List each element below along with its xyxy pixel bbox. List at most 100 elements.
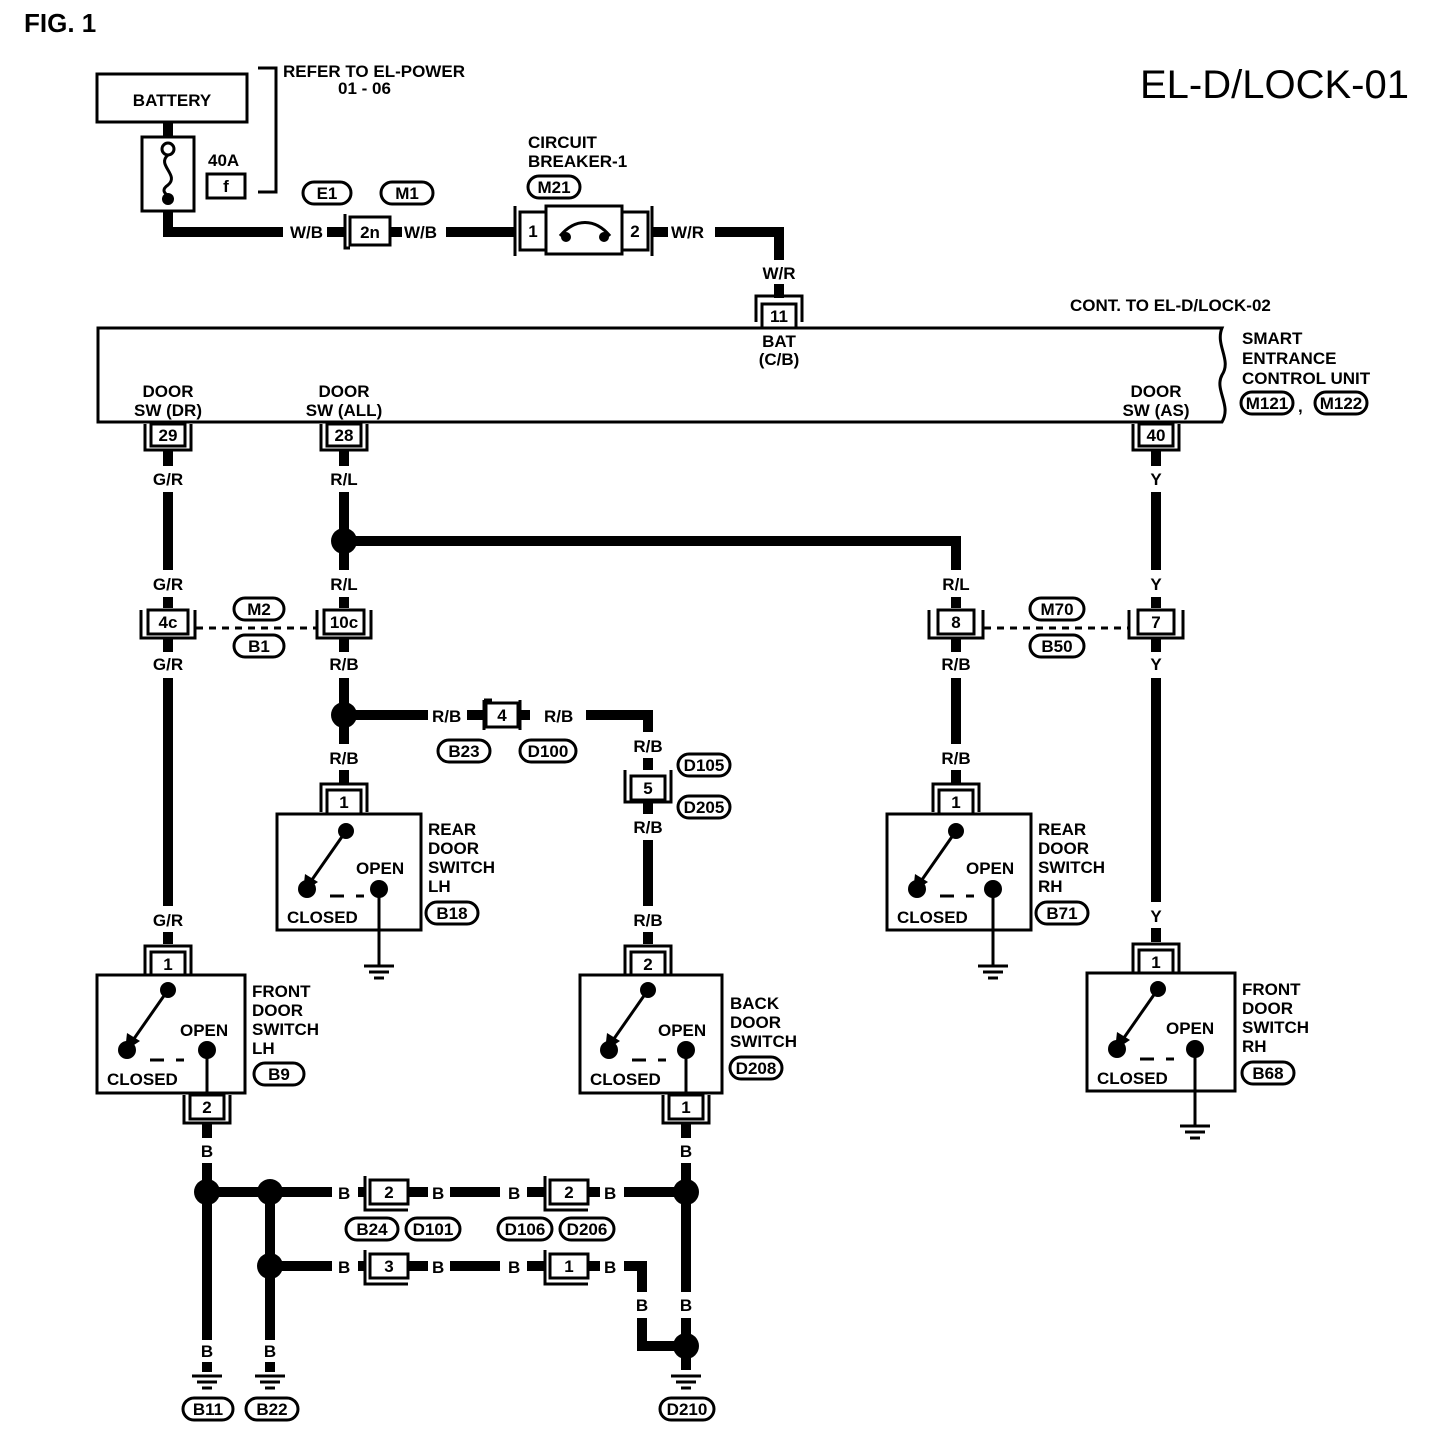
svg-text:SW (DR): SW (DR): [134, 401, 202, 420]
rear-rh-label-2: DOOR: [1038, 839, 1089, 858]
wire-label-rb-6: R/B: [633, 818, 662, 837]
wire-label-b-2: B: [338, 1184, 350, 1203]
connector-d105-callout: D105: [676, 752, 732, 778]
wire-label-gr-4: G/R: [153, 911, 183, 930]
wire-label-wr-2: W/R: [762, 264, 795, 283]
connector-b23-callout: B23: [436, 738, 492, 764]
wire-label-b-5: B: [604, 1184, 616, 1203]
connector-m122-callout: M122: [1313, 390, 1369, 416]
wire-label-rl-2: R/L: [330, 575, 357, 594]
rear-door-switch-rh: 1 OPEN CLOSED: [885, 782, 1033, 932]
circuit-breaker: 1 2: [513, 204, 654, 256]
refer-bracket: [258, 66, 278, 194]
svg-text:OPEN: OPEN: [966, 859, 1014, 878]
front-lh-label-2: DOOR: [252, 1001, 303, 1020]
wire-label-rb-1: R/B: [329, 655, 358, 674]
connector-10c: 10c: [315, 608, 373, 640]
wire-label-b-12: B: [680, 1296, 692, 1315]
connector-b9-callout: B9: [252, 1061, 306, 1087]
svg-text:DOOR: DOOR: [143, 382, 194, 401]
wire-label-y-2: Y: [1150, 575, 1162, 594]
svg-text:B1: B1: [248, 637, 270, 656]
control-unit-name-line1: SMART: [1242, 329, 1303, 348]
rear-lh-label-3: SWITCH: [428, 858, 495, 877]
control-unit-name-line3: CONTROL UNIT: [1242, 369, 1371, 388]
back-door-switch: 2 OPEN CLOSED 1: [578, 944, 724, 1125]
svg-text:D206: D206: [567, 1220, 608, 1239]
ground-b11: B11: [181, 1374, 235, 1422]
wire-rl-to-rh: [344, 536, 961, 570]
connector-b71-callout: B71: [1034, 900, 1090, 926]
svg-text:10c: 10c: [330, 613, 358, 632]
rear-lh-label-2: DOOR: [428, 839, 479, 858]
front-lh-label-4: LH: [252, 1039, 275, 1058]
svg-text:D205: D205: [684, 798, 725, 817]
connector-2-upper-left: 2: [363, 1176, 410, 1212]
wire-label-b-14: B: [264, 1342, 276, 1361]
wire-label-gr-1: G/R: [153, 470, 183, 489]
svg-text:CLOSED: CLOSED: [897, 908, 968, 927]
control-unit-conn-sep: ,: [1298, 397, 1303, 416]
svg-text:f: f: [223, 177, 229, 196]
wire-battery-to-breaker: [163, 211, 283, 237]
connector-3: 3: [363, 1250, 410, 1286]
svg-text:D100: D100: [528, 742, 569, 761]
front-rh-label-4: RH: [1242, 1037, 1267, 1056]
wire-label-b-11: B: [680, 1142, 692, 1161]
svg-text:(C/B): (C/B): [759, 350, 800, 369]
back-label-2: DOOR: [730, 1013, 781, 1032]
front-door-switch-lh: 1 OPEN CLOSED 2: [95, 944, 247, 1125]
svg-text:E1: E1: [317, 184, 338, 203]
svg-text:2: 2: [564, 1183, 573, 1202]
wire-label-b-3: B: [432, 1184, 444, 1203]
svg-text:DOOR: DOOR: [319, 382, 370, 401]
rear-rh-label-1: REAR: [1038, 820, 1086, 839]
front-rh-label-1: FRONT: [1242, 980, 1301, 999]
ground-b22: B22: [244, 1374, 300, 1422]
wire-label-gr-2: G/R: [153, 575, 183, 594]
svg-text:B24: B24: [356, 1220, 388, 1239]
connector-d208-callout: D208: [728, 1055, 784, 1081]
svg-text:BATTERY: BATTERY: [133, 91, 212, 110]
connector-5: 5: [623, 770, 673, 804]
wire-label-rb-7: R/B: [633, 911, 662, 930]
wire-label-rl-1: R/L: [330, 470, 357, 489]
fusible-link: 40A f: [140, 122, 247, 213]
svg-text:M121: M121: [1246, 394, 1289, 413]
svg-text:B11: B11: [193, 1400, 223, 1419]
wire-label-b-9: B: [604, 1258, 616, 1277]
wire-label-rb-5: R/B: [633, 737, 662, 756]
connector-d205-callout: D205: [676, 794, 732, 820]
battery: BATTERY: [95, 72, 249, 124]
connector-m21-callout: M21: [526, 174, 582, 200]
svg-text:OPEN: OPEN: [356, 859, 404, 878]
svg-text:CLOSED: CLOSED: [1097, 1069, 1168, 1088]
svg-text:SW (ALL): SW (ALL): [306, 401, 382, 420]
wire-label-wb-2: W/B: [404, 223, 437, 242]
svg-text:1: 1: [681, 1098, 690, 1117]
connector-m2-callout: M2: [232, 596, 286, 622]
connector-29: 29: [143, 422, 193, 452]
svg-text:CLOSED: CLOSED: [590, 1070, 661, 1089]
wire-label-rb-4: R/B: [329, 749, 358, 768]
svg-text:B50: B50: [1041, 637, 1072, 656]
wire-label-wb-1: W/B: [290, 223, 323, 242]
svg-text:B22: B22: [256, 1400, 287, 1419]
wire-label-gr-3: G/R: [153, 655, 183, 674]
front-door-switch-rh: 1 OPEN CLOSED: [1085, 942, 1237, 1093]
wire-label-rb-3: R/B: [544, 707, 573, 726]
svg-text:1: 1: [951, 793, 960, 812]
svg-text:1: 1: [339, 793, 348, 812]
wire-label-rb-8: R/B: [941, 655, 970, 674]
svg-text:2n: 2n: [360, 223, 380, 242]
svg-text:D105: D105: [684, 756, 725, 775]
refer-note-line2: 01 - 06: [338, 79, 391, 98]
rear-door-switch-lh: 1 OPEN CLOSED: [275, 782, 423, 932]
connector-b18-callout: B18: [424, 900, 480, 926]
svg-text:D101: D101: [413, 1220, 454, 1239]
wire-label-rl-3: R/L: [942, 575, 969, 594]
rear-lh-label-4: LH: [428, 877, 451, 896]
svg-text:OPEN: OPEN: [1166, 1019, 1214, 1038]
connector-d101-callout: D101: [404, 1216, 462, 1242]
rear-rh-label-4: RH: [1038, 877, 1063, 896]
